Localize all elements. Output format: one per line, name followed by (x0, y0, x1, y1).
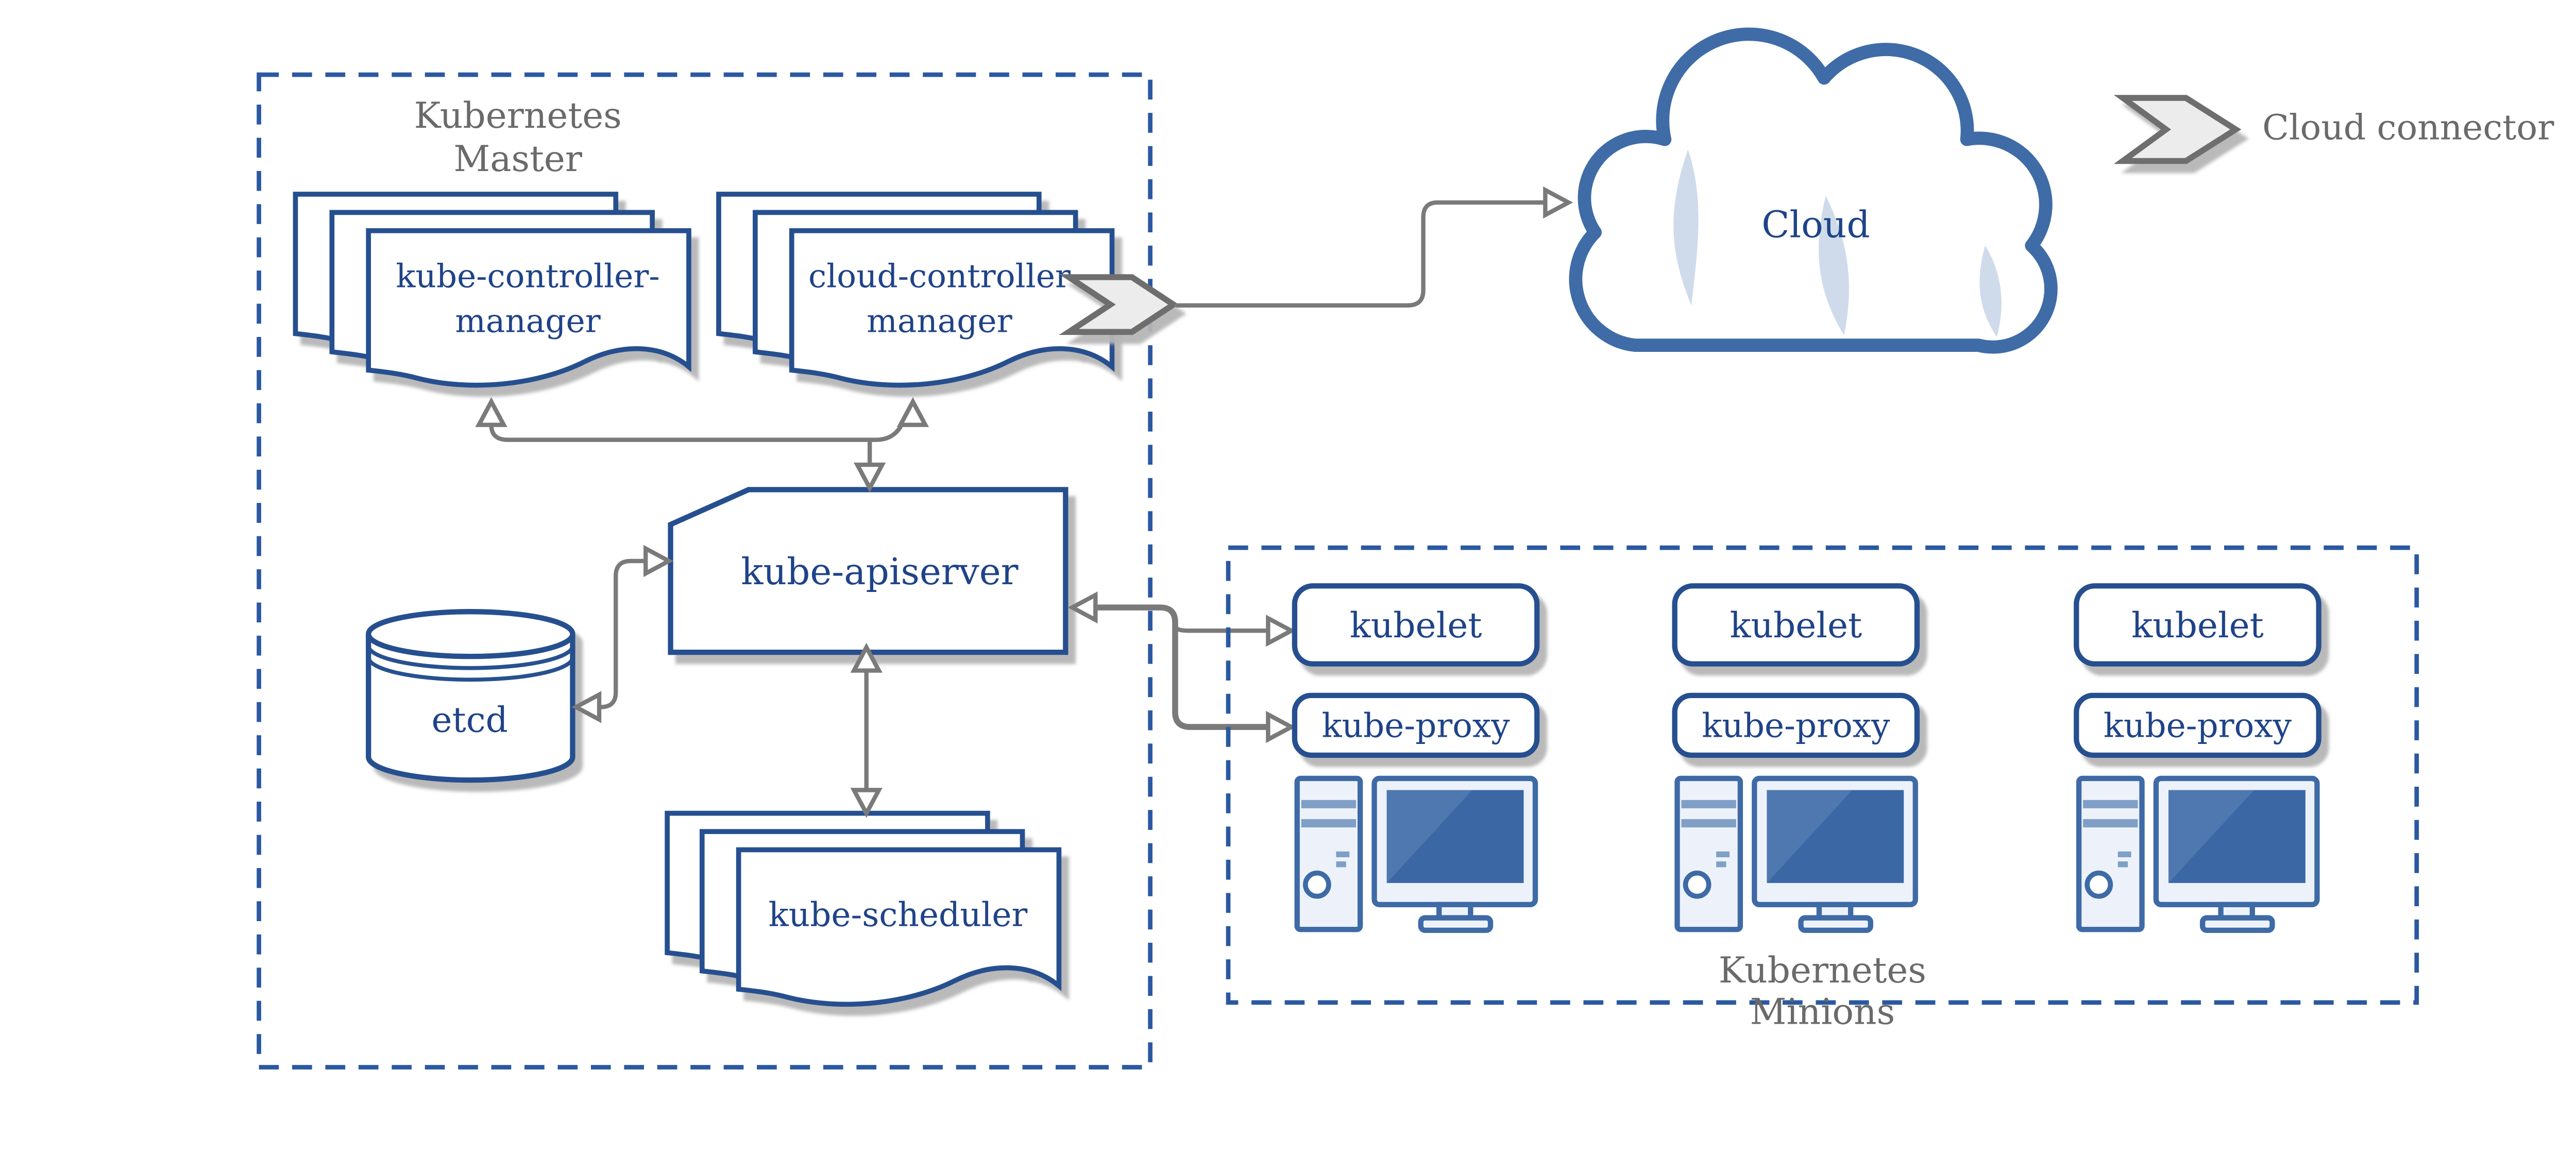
minion-column: kubelet kube-proxy (1292, 583, 1540, 930)
etcd-label: etcd (432, 700, 508, 740)
database-cylinder-icon (366, 609, 575, 783)
cloud-controller-manager-label-line1: cloud-controller (808, 257, 1071, 295)
cloud-label: Cloud (1761, 204, 1870, 246)
kubelet-label: kubelet (2131, 605, 2264, 646)
kubelet-node: kubelet (1292, 583, 1540, 667)
minion-column: kubelet kube-proxy (1672, 583, 1920, 930)
kube-controller-manager-label-line2: manager (455, 302, 601, 340)
master-boundary (257, 72, 1153, 1070)
kubelet-node: kubelet (2074, 583, 2321, 667)
legend-label: Cloud connector (2262, 107, 2554, 148)
kubernetes-master-group: Kubernetes Master kube-controller- manag… (257, 72, 1153, 1070)
legend: Cloud connector (2113, 95, 2554, 164)
kube-controller-manager-node: kube-controller- manager (295, 194, 689, 385)
computer-icon (2079, 778, 2317, 930)
kubelet-node: kubelet (1672, 583, 1920, 667)
master-title-line1: Kubernetes (414, 95, 622, 137)
cloud-accent (1819, 196, 1849, 335)
arrowhead-right-icon (1266, 710, 1296, 743)
arrowhead-up-icon (850, 642, 883, 673)
kubernetes-minions-group: kubelet kube-proxy kubelet kube-proxy (1226, 545, 2419, 1033)
arrow-connector-to-cloud (1174, 186, 1573, 308)
minions-title-line2: Minions (1750, 992, 1895, 1033)
minions-title-line1: Kubernetes (1719, 950, 1926, 991)
arrowhead-left-icon (571, 691, 602, 723)
kubelet-label: kubelet (1730, 605, 1862, 646)
cloud-connector-icon (1059, 274, 1179, 335)
kube-proxy-node: kube-proxy (1292, 692, 1540, 758)
cloud-connector-legend-icon (2113, 95, 2242, 164)
diagram-canvas: Kubernetes Master kube-controller- manag… (257, 27, 2554, 1070)
arrowhead-up-icon (475, 397, 507, 427)
cloud-controller-manager-label-line2: manager (867, 302, 1012, 340)
minions-boundary (1226, 545, 2419, 1005)
computer-icon (1297, 778, 1535, 930)
arrow-apiserver-etcd (571, 545, 674, 723)
kubelet-label: kubelet (1350, 605, 1482, 646)
cloud-icon (1569, 27, 2058, 354)
master-title-line2: Master (453, 139, 583, 180)
kube-proxy-label: kube-proxy (2104, 706, 2292, 745)
arrow-controllers-to-apiserver (475, 397, 929, 493)
kube-proxy-label: kube-proxy (1702, 706, 1890, 745)
arrowhead-right-icon (1543, 186, 1573, 219)
arrowhead-down-icon (853, 462, 886, 493)
arrow-apiserver-to-minions (1067, 591, 1296, 743)
computer-icon (1677, 778, 1915, 930)
kube-scheduler-node: kube-scheduler (667, 813, 1059, 1005)
kube-proxy-node: kube-proxy (1672, 692, 1920, 758)
minion-column: kubelet kube-proxy (2074, 583, 2321, 930)
kube-scheduler-label: kube-scheduler (769, 896, 1028, 935)
arrowhead-right-icon (643, 545, 674, 578)
kube-controller-manager-label-line1: kube-controller- (396, 257, 659, 295)
kube-apiserver-node: kube-apiserver (668, 487, 1069, 655)
cloud-accent (1673, 149, 1699, 306)
cloud-controller-manager-node: cloud-controller manager (719, 194, 1112, 385)
kubernetes-architecture-diagram: Kubernetes Master kube-controller- manag… (257, 27, 2554, 1070)
arrowhead-left-icon (1067, 591, 1098, 624)
kube-apiserver-label: kube-apiserver (741, 550, 1018, 593)
cloud-accent (1979, 245, 2002, 337)
arrowhead-down-icon (850, 788, 883, 818)
kube-proxy-node: kube-proxy (2074, 692, 2321, 758)
cloud-node: Cloud (1569, 27, 2058, 354)
cloud-connector-node (1059, 186, 1573, 335)
kube-proxy-label: kube-proxy (1321, 706, 1510, 745)
arrowhead-right-icon (1266, 615, 1296, 647)
arrow-apiserver-scheduler (850, 642, 883, 818)
arrowhead-up-icon (896, 397, 929, 427)
etcd-node: etcd (366, 609, 575, 783)
